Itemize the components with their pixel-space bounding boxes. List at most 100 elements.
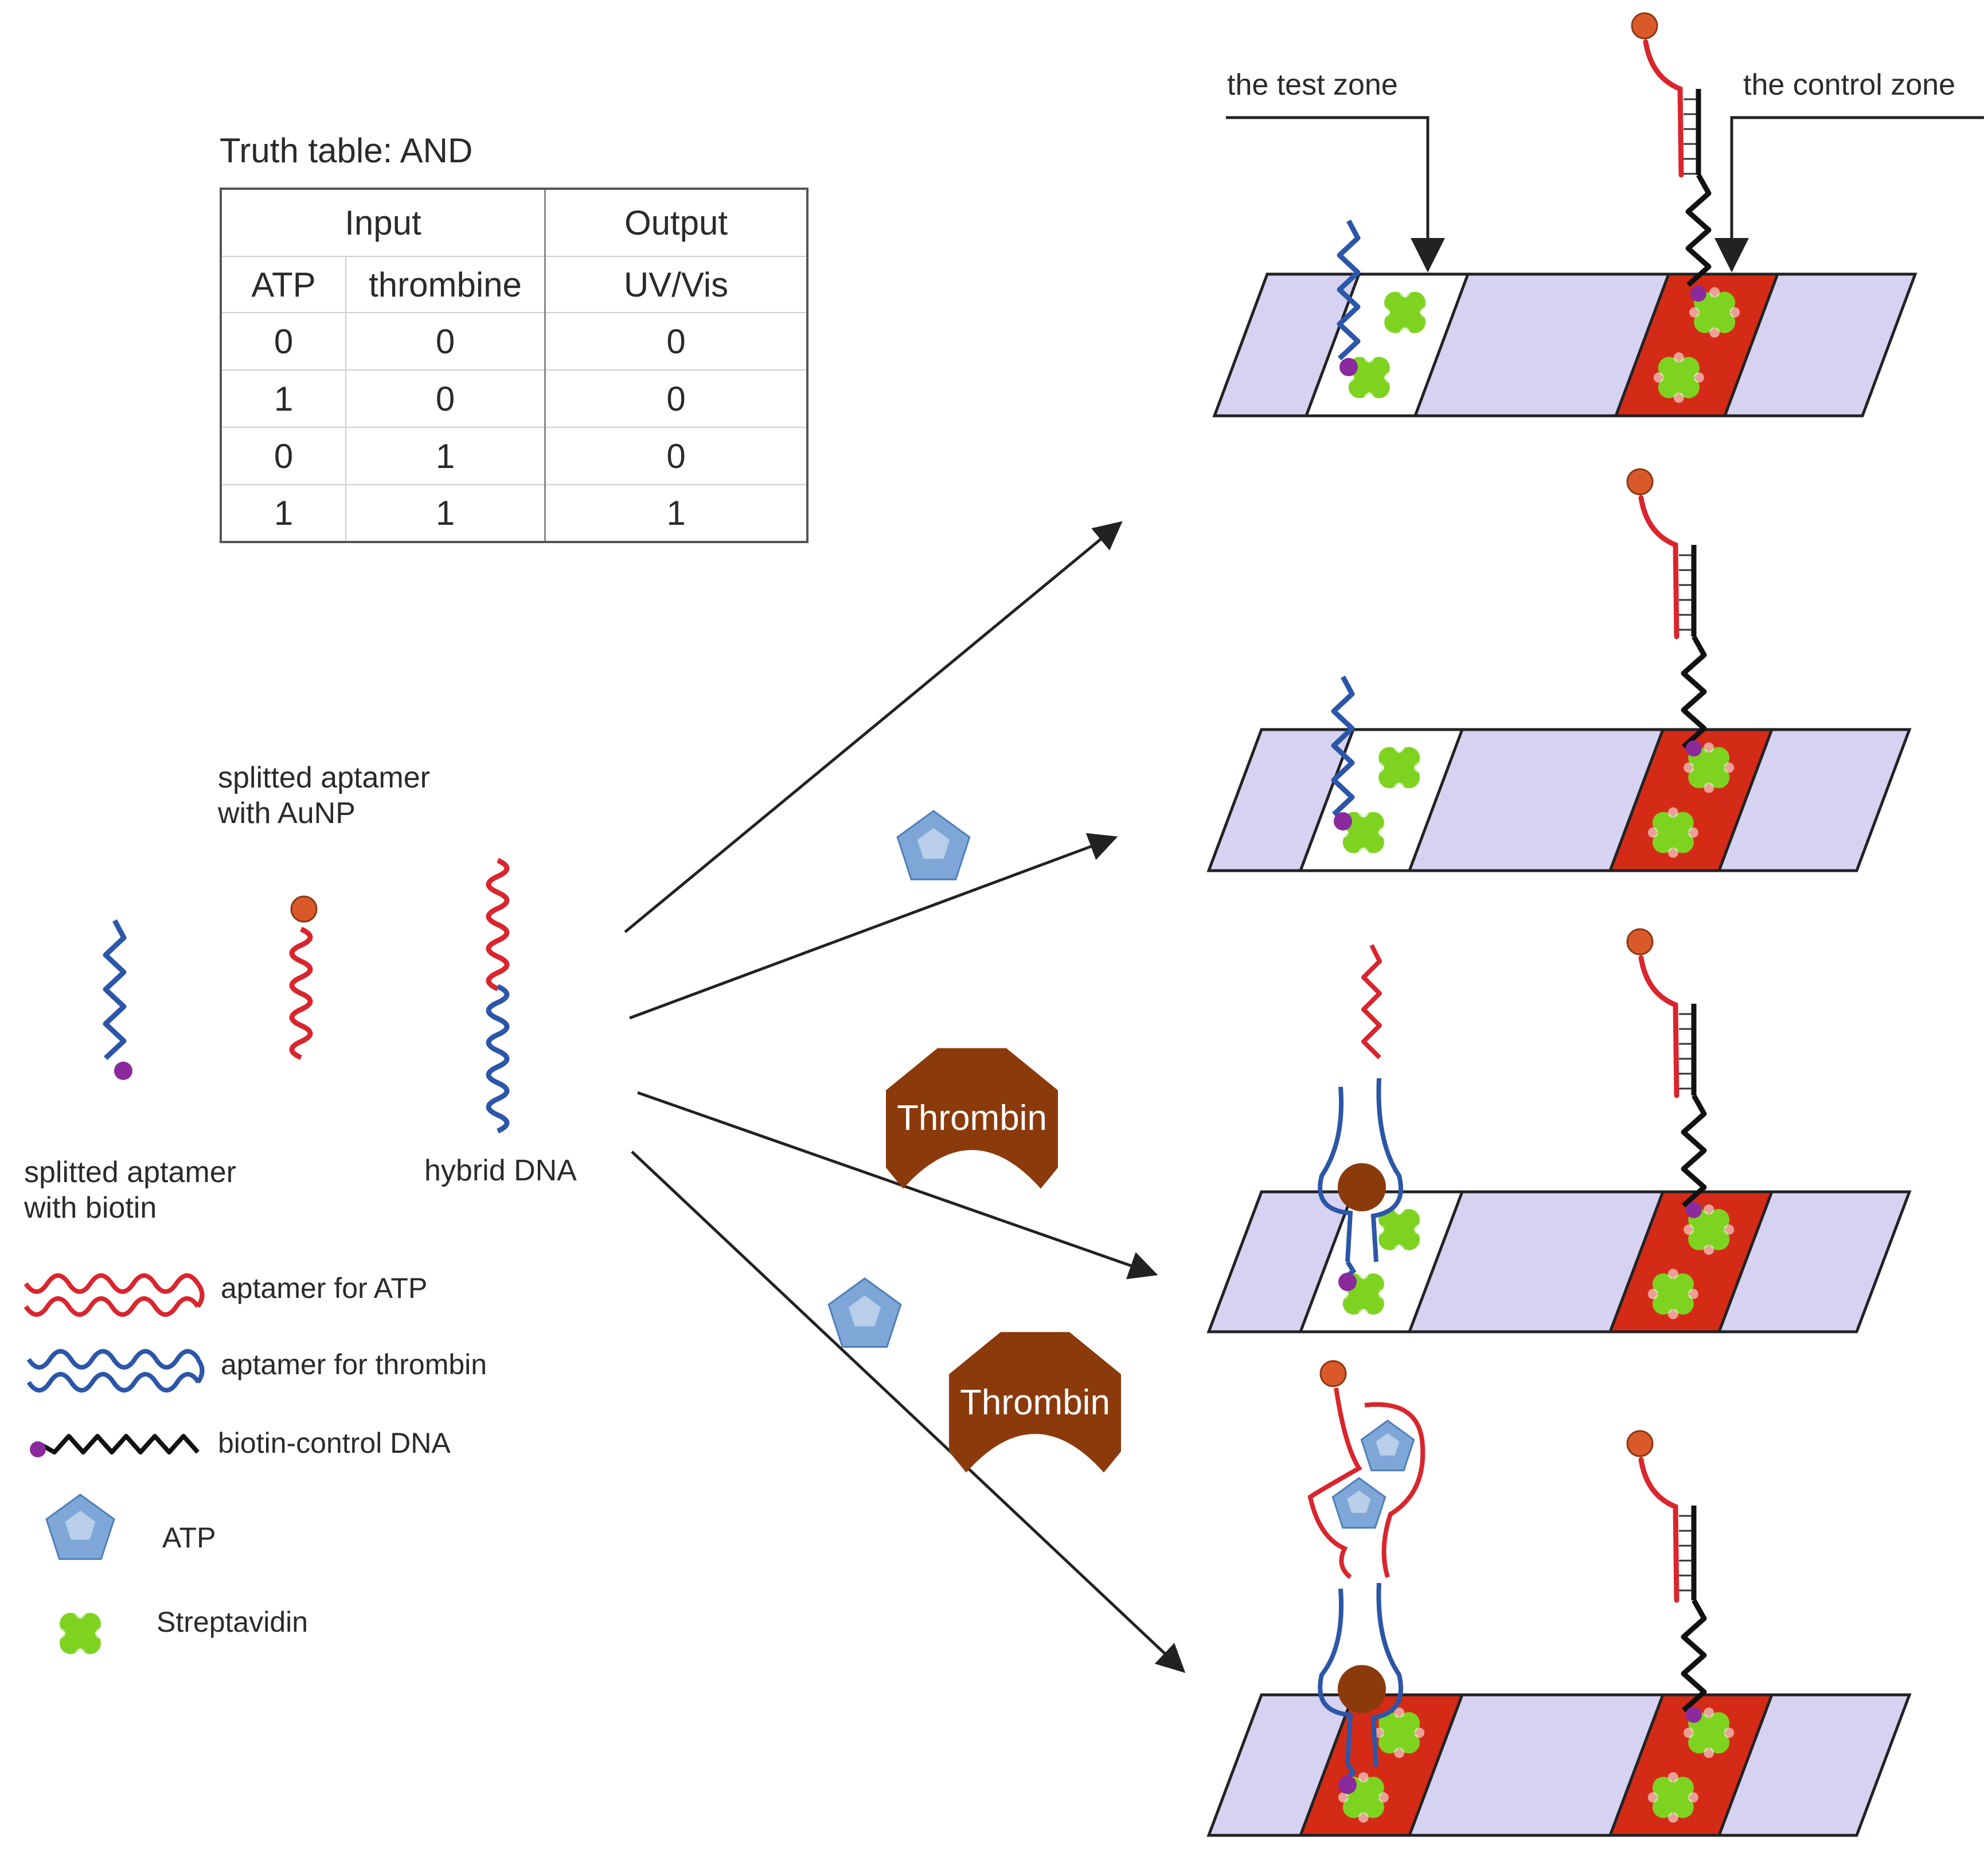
aunp-aptamer-strand: [1638, 1457, 1680, 1603]
biotin-dot: [1686, 1707, 1702, 1723]
streptavidin-core: [1363, 372, 1375, 384]
legend-thrombin-aptamer-label: aptamer for thrombin: [221, 1348, 487, 1381]
streptavidin-test-upper: [1374, 742, 1425, 793]
thrombin-shape: [949, 1332, 1121, 1473]
hybrid-dna-thrombin-segment: [486, 984, 510, 1134]
streptavidin-notch: [75, 1608, 85, 1619]
atp-molecule-shape: [896, 810, 971, 880]
bound-thrombin: [1338, 1665, 1386, 1713]
thrombin-aptamer-loop: [1318, 1588, 1353, 1764]
streptavidin-core: [1667, 826, 1679, 839]
atp-molecule-highlight: [1347, 1490, 1371, 1513]
atp-molecule-shape: [1331, 1477, 1386, 1529]
arrow-to-condition-10: [629, 833, 1118, 1020]
gold-nanoparticle: [1631, 12, 1658, 40]
streptavidin-notch: [1689, 307, 1700, 318]
strip-condition-01: [1206, 1190, 1912, 1333]
streptavidin-notch: [1667, 1812, 1678, 1823]
atp-molecule-highlight: [65, 1510, 96, 1540]
streptavidin-control-lower: [1647, 1772, 1698, 1823]
streptavidin-notch: [1394, 742, 1405, 753]
streptavidin-notch: [1394, 782, 1405, 793]
streptavidin-control-lower: [1653, 352, 1704, 403]
thrombin-label-input-a: Thrombin: [897, 1098, 1047, 1138]
streptavidin-notch: [75, 1648, 85, 1659]
biotin-dot: [1339, 358, 1358, 376]
table-cell: 0: [220, 312, 346, 371]
streptavidin-notch: [1673, 352, 1684, 363]
streptavidin-test-lower: [1343, 352, 1395, 403]
legend-streptavidin-icon: [55, 1608, 106, 1659]
streptavidin-notch: [1673, 392, 1684, 403]
input-group-header: Input: [220, 188, 546, 257]
atp-molecule-highlight: [848, 1295, 881, 1327]
streptavidin-notch: [1684, 762, 1694, 773]
streptavidin-control-upper: [1689, 287, 1740, 338]
streptavidin-notch: [1358, 1812, 1369, 1823]
streptavidin-notch: [1420, 307, 1431, 318]
streptavidin-core: [1709, 306, 1721, 318]
table-cell: 0: [544, 369, 808, 428]
hybrid-dna-atp-segment: [486, 857, 510, 992]
streptavidin-notch: [1338, 1289, 1349, 1300]
thrombin-shape: [886, 1048, 1058, 1189]
arrow-to-condition-01: [637, 1091, 1158, 1280]
control-probe-3: [1626, 928, 1707, 1218]
table-cell: 1: [544, 484, 808, 543]
streptavidin-notch: [1704, 1244, 1714, 1255]
aunp-aptamer-strand: [289, 926, 313, 1060]
hybrid-dna-label: hybrid DNA: [424, 1154, 577, 1187]
streptavidin-notch: [1358, 847, 1369, 858]
legend-atp-label: ATP: [162, 1522, 216, 1554]
table-cell: 1: [345, 427, 546, 485]
arrow-to-condition-00: [624, 521, 1123, 933]
streptavidin-core: [1393, 1223, 1405, 1235]
table-row: 1 1 1: [220, 484, 808, 543]
arrow-to-condition-11: [631, 1151, 1186, 1673]
strip-condition-11: [1206, 1693, 1912, 1837]
streptavidin-notch: [1729, 307, 1740, 318]
streptavidin-notch: [1378, 1792, 1389, 1803]
biotin-aptamer-label-line1: splitted aptamer: [24, 1156, 236, 1189]
bound-atp-molecule: [1331, 1477, 1386, 1529]
control-zone-pointer: [1714, 116, 1984, 272]
streptavidin-notch: [55, 1628, 65, 1639]
streptavidin-notch: [1400, 287, 1411, 298]
legend-atp-aptamer-label: aptamer for ATP: [221, 1272, 428, 1304]
streptavidin-core: [1393, 1727, 1405, 1739]
atp-molecule-highlight: [1376, 1433, 1400, 1456]
legend-atp-aptamer-icon: [24, 1296, 200, 1317]
table-cell: 1: [220, 369, 346, 428]
column-header-thrombine: thrombine: [345, 256, 546, 313]
bound-complex-3: [1318, 944, 1403, 1291]
gold-nanoparticle: [290, 895, 318, 923]
legend-control-dna-icon: [39, 1434, 200, 1455]
table-row: 0 0 0: [220, 312, 808, 371]
thrombin-aptamer-loop: [1370, 1078, 1403, 1262]
thrombin-input-a: [886, 1048, 1058, 1189]
thrombin-input-b: [949, 1332, 1121, 1473]
truth-table: Input Output ATP thrombine UV/Vis 0 0 0 …: [220, 188, 809, 543]
streptavidin-notch: [1374, 762, 1385, 773]
streptavidin-notch: [1653, 372, 1664, 383]
control-dna-linker: [1685, 173, 1712, 287]
streptavidin-notch: [1704, 1748, 1714, 1758]
legend-control-dna-label: biotin-control DNA: [218, 1427, 451, 1459]
legend-thrombin-aptamer-icon: [26, 1349, 201, 1370]
atp-molecule-highlight: [917, 828, 950, 859]
streptavidin-notch: [1414, 1224, 1425, 1235]
streptavidin-notch: [1667, 1269, 1678, 1280]
streptavidin-notch: [1688, 1289, 1698, 1300]
aunp-aptamer-label-line1: splitted aptamer: [218, 761, 430, 794]
streptavidin-core: [1393, 762, 1405, 774]
thrombin-aptamer-loop: [1370, 1582, 1403, 1767]
streptavidin-notch: [1358, 807, 1369, 818]
streptavidin-notch: [1667, 847, 1678, 858]
table-row: 0 1 0: [220, 427, 808, 485]
streptavidin-control-lower: [1647, 807, 1698, 858]
streptavidin-notch: [1667, 1309, 1678, 1320]
test-zone-pointer: [1226, 116, 1445, 272]
streptavidin-core: [75, 1628, 86, 1639]
legend-streptavidin-label: Streptavidin: [157, 1606, 308, 1638]
